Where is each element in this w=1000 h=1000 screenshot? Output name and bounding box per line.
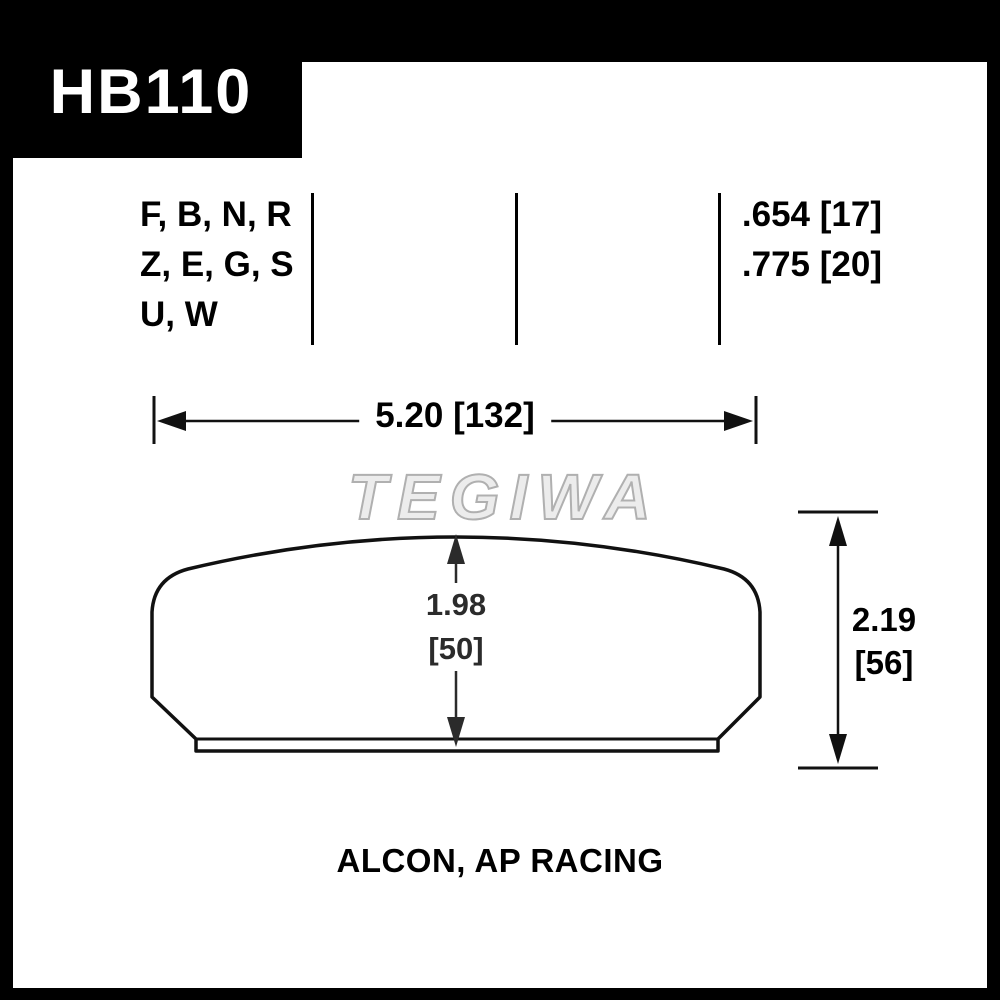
frame-left (0, 0, 13, 1000)
pad-height-label-mm: [50] (415, 627, 497, 671)
pad-height-label: 1.98 [50] (415, 583, 497, 671)
compound-line-1: F, B, N, R (140, 195, 292, 234)
compound-line-3: U, W (140, 295, 218, 334)
column-divider-2 (515, 193, 518, 345)
overall-height-label-in: 2.19 (842, 598, 926, 641)
thickness-line-2: .775 [20] (741, 245, 882, 284)
watermark-text: TEGIWA (347, 460, 661, 534)
overall-height-label-mm: [56] (842, 641, 926, 684)
column-divider-1 (311, 193, 314, 345)
frame-bottom (0, 988, 1000, 1000)
column-divider-3 (718, 193, 721, 345)
part-number-box: HB110 (0, 0, 302, 158)
overall-height-label: 2.19 [56] (842, 598, 926, 684)
thickness-line-1: .654 [17] (741, 195, 882, 234)
width-dimension-label: 5.20 [132] (359, 396, 551, 436)
overall-height-dimension (798, 510, 878, 770)
pad-height-label-in: 1.98 (415, 583, 497, 627)
application-label: ALCON, AP RACING (336, 842, 664, 879)
part-number: HB110 (49, 56, 253, 127)
compound-line-2: Z, E, G, S (140, 245, 294, 284)
pad-thicknesses: .654 [17] .775 [20] (742, 190, 882, 290)
frame-right (987, 0, 1000, 1000)
compound-codes: F, B, N, R Z, E, G, S U, W (140, 190, 294, 340)
